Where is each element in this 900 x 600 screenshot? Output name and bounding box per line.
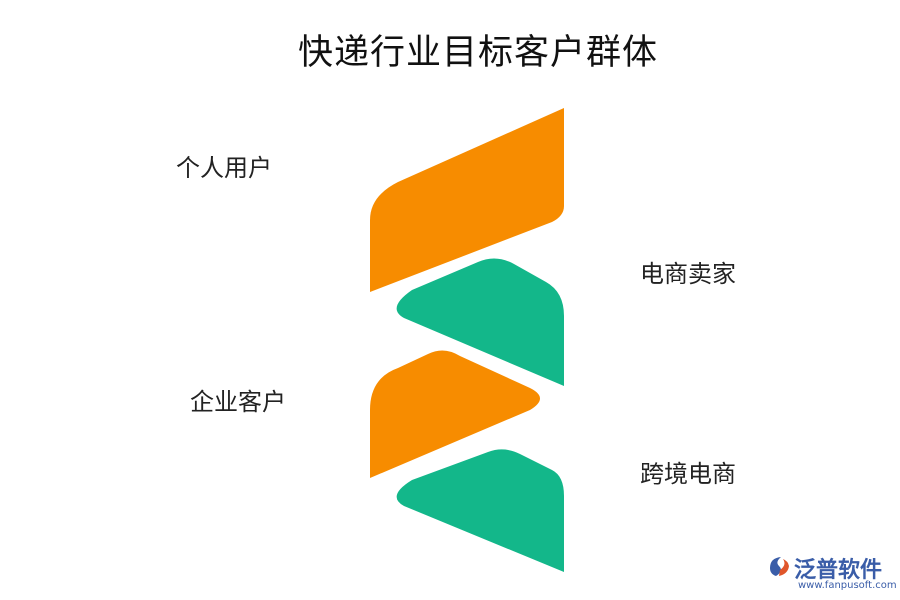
fanpu-logo: 泛普软件 www.fanpusoft.com — [766, 552, 897, 596]
segment-2-label: 电商卖家 — [640, 260, 736, 288]
logo-name: 泛普软件 — [794, 558, 883, 583]
segment-1-shape — [370, 108, 564, 292]
fanpu-logo-icon — [770, 557, 789, 576]
logo-url: www.fanpusoft.com — [798, 580, 897, 591]
segment-3-label: 企业客户 — [190, 388, 286, 416]
segment-3-shape — [370, 350, 540, 478]
segment-1-label: 个人用户 — [176, 154, 272, 182]
segment-4-shape — [396, 449, 564, 572]
segment-2-shape — [396, 258, 564, 386]
segment-4-label: 跨境电商 — [640, 460, 736, 488]
diagram-title: 快递行业目标客户群体 — [297, 33, 658, 73]
